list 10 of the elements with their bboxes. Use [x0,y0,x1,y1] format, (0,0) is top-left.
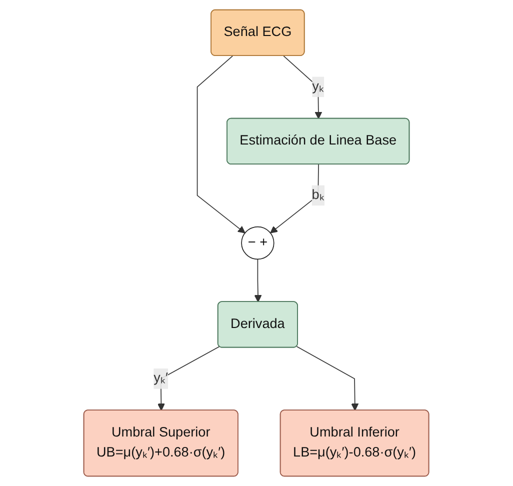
edge-label: yₖ′ [154,371,168,386]
edge-label: yₖ [312,79,324,94]
arrow [283,56,322,120]
arrow [158,346,220,411]
arrow [270,164,320,234]
arrow [296,346,359,411]
edge-label: bₖ [312,188,325,202]
arrow [197,56,246,234]
node-circle: − + [241,226,274,260]
arrow [254,258,262,302]
